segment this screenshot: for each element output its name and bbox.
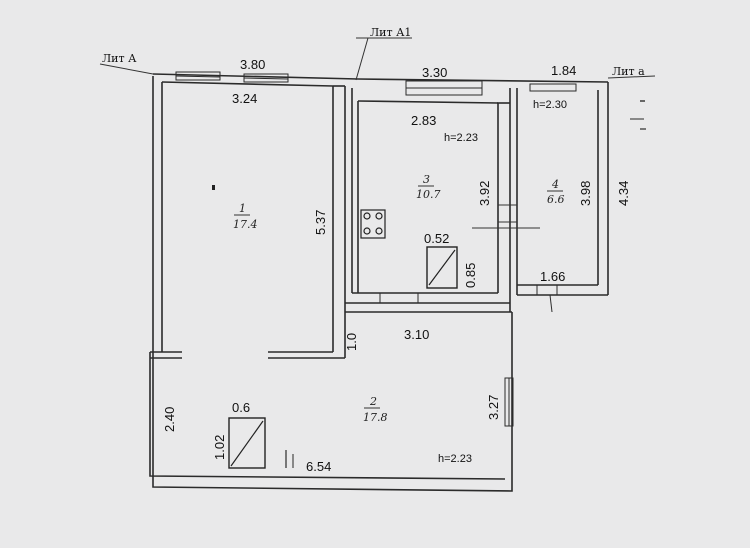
dim-room4-bottom: 1.66 bbox=[540, 269, 565, 284]
outer-walls bbox=[149, 73, 609, 492]
mark-dash bbox=[292, 454, 294, 468]
dim-left-lower-height: 2.40 bbox=[162, 407, 177, 432]
dim-top-mid-outer: 3.30 bbox=[422, 65, 447, 80]
dim-niche-width: 0.52 bbox=[424, 231, 449, 246]
lit-a-label: Лит А bbox=[102, 52, 137, 65]
niche-diagonal bbox=[428, 249, 456, 286]
height-room4: h=2.30 bbox=[533, 99, 567, 111]
room3-number: 3 bbox=[423, 173, 430, 186]
mark-dash bbox=[640, 128, 646, 130]
dim-closet-width: 0.6 bbox=[232, 400, 250, 415]
dim-room3-width: 2.83 bbox=[411, 113, 436, 128]
dim-top-left-outer: 3.80 bbox=[240, 57, 265, 72]
dim-room1-height: 5.37 bbox=[313, 210, 328, 235]
window-pane bbox=[175, 75, 221, 78]
mark-dash bbox=[285, 450, 287, 468]
closet-diagonal bbox=[230, 420, 264, 467]
labels: Лит А Лит А1 Лит а 3.80 3.24 3.30 1.84 5… bbox=[102, 26, 645, 474]
fixtures bbox=[228, 209, 458, 469]
dim-room3-height: 3.92 bbox=[477, 181, 492, 206]
top-wall-right bbox=[357, 78, 609, 83]
marks bbox=[212, 100, 646, 468]
door-room3 bbox=[379, 292, 419, 304]
height-room3: h=2.23 bbox=[444, 132, 478, 144]
room1-number: 1 bbox=[239, 202, 246, 215]
dim-room4-height: 3.98 bbox=[578, 181, 593, 206]
dim-bottom-width: 6.54 bbox=[306, 459, 331, 474]
lit-a1-label: Лит А1 bbox=[370, 26, 411, 39]
lit-a-leader bbox=[99, 63, 154, 75]
mark-dot bbox=[212, 185, 215, 190]
top-wall-left bbox=[152, 73, 359, 80]
dim-right-outer-height: 4.34 bbox=[616, 181, 631, 206]
burner bbox=[363, 227, 371, 235]
inner-wall-bottom bbox=[149, 352, 506, 480]
dim-top-left-inner: 3.24 bbox=[232, 91, 257, 106]
leaders bbox=[99, 37, 656, 81]
room4-area: 6.6 bbox=[547, 193, 565, 206]
closet-icon bbox=[228, 417, 266, 469]
door-room4 bbox=[536, 284, 558, 296]
burner bbox=[375, 212, 383, 220]
room3-area: 10.7 bbox=[416, 188, 441, 201]
burner bbox=[363, 212, 371, 220]
mark-dash bbox=[630, 118, 644, 120]
lit-a1-leader bbox=[355, 37, 369, 81]
room3-walls bbox=[345, 88, 540, 313]
room2-area: 17.8 bbox=[363, 411, 388, 424]
window-room4 bbox=[529, 83, 577, 92]
lit-a-small-label: Лит а bbox=[612, 65, 645, 78]
dim-room2-width: 3.10 bbox=[404, 327, 429, 342]
room1-area: 17.4 bbox=[233, 218, 258, 231]
dim-niche-height: 0.85 bbox=[463, 263, 478, 288]
burner bbox=[375, 227, 383, 235]
niche-icon bbox=[426, 246, 458, 289]
room2-number: 2 bbox=[369, 395, 377, 408]
lit-a-small-leader bbox=[607, 75, 656, 79]
height-room2: h=2.23 bbox=[438, 453, 472, 465]
mark-dash bbox=[640, 100, 645, 102]
windows bbox=[175, 71, 577, 427]
dim-partition: 1.0 bbox=[344, 333, 359, 351]
outer-wall-left-bottom bbox=[152, 76, 513, 492]
door-tick bbox=[549, 294, 553, 313]
room1-walls bbox=[150, 85, 346, 359]
top-wall-left-inner bbox=[161, 81, 334, 87]
dim-closet-height: 1.02 bbox=[212, 435, 227, 460]
dim-top-right-outer: 1.84 bbox=[551, 63, 576, 78]
dim-room2-right-height: 3.27 bbox=[486, 395, 501, 420]
room4-number: 4 bbox=[551, 178, 559, 191]
window-pane bbox=[243, 77, 289, 80]
stove-icon bbox=[360, 209, 386, 239]
room3-top-inner bbox=[357, 100, 499, 104]
